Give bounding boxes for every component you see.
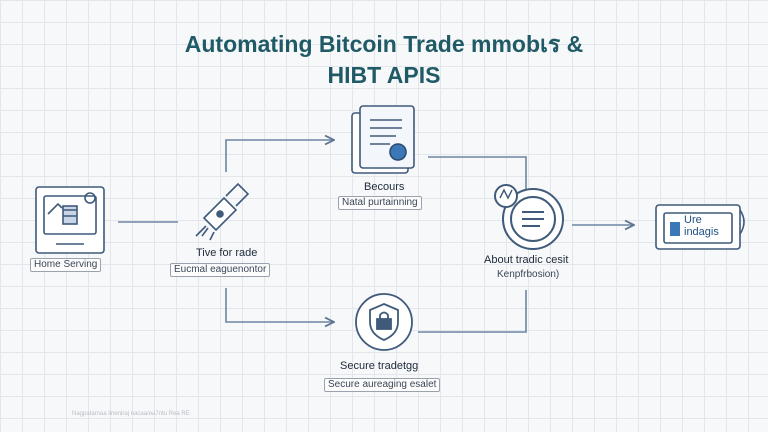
screen-badge-icon: [655, 204, 745, 250]
document-icon: [351, 105, 415, 174]
home-serving-label: Home Serving: [30, 258, 102, 272]
connector-secure-to-about: [418, 290, 527, 333]
output-node-label: Ure indagis: [684, 214, 719, 238]
trade-node-label: Tive for rade: [196, 247, 258, 259]
secure-node-sublabel: Secure aureaging esalet: [324, 378, 441, 392]
page-title-line-1: Automating Bitcoin Trade mmobเร &: [184, 31, 584, 57]
footer-text: Nagpatarnaa lineniraj nacaa/ea7ntu Rea R…: [72, 411, 190, 417]
connector-trade-to-secure: [225, 288, 334, 322]
connector-docs-to-about: [428, 156, 527, 190]
computer-monitor-icon: [35, 186, 105, 254]
docs-node-sublabel: Natal purtainning: [338, 196, 422, 210]
connector-trade-to-docs: [225, 140, 334, 172]
about-node-label: About tradic cesit: [484, 254, 569, 266]
trade-node-sublabel: Eucmal eaguenontor: [170, 263, 271, 277]
docs-node-label: Becours: [364, 181, 405, 193]
page-title-line-2: HIBT APIS: [327, 62, 441, 88]
secure-node-label: Secure tradetgg: [340, 360, 419, 372]
about-node-sublabel: Kenpfrbosion): [497, 269, 560, 280]
circle-menu-icon: [494, 184, 564, 250]
plug-connector-icon: [195, 182, 250, 241]
shield-lock-icon: [355, 293, 413, 351]
